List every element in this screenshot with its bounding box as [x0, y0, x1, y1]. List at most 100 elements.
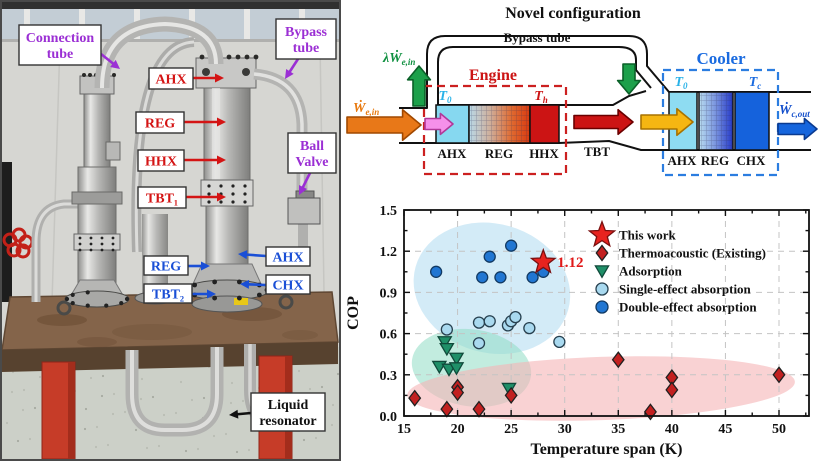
- bypass-tube-label: Bypass tube: [504, 30, 571, 45]
- engine-reg-label: REG: [485, 146, 513, 161]
- cooler-reg-label: REG: [701, 153, 729, 168]
- photo-label-reg-engine: REG: [135, 111, 226, 134]
- engine-stack: [435, 104, 560, 144]
- ahx-cooler-text: AHX: [272, 251, 303, 266]
- legend-label-3: Single-effect absorption: [619, 282, 752, 297]
- tbt-2-box: [143, 283, 193, 304]
- chart-regions: [407, 222, 795, 421]
- legend-label-2: Adsorption: [619, 264, 683, 279]
- bypass-tube-photo-arrow: [287, 58, 300, 74]
- diagram-title: Novel configuration: [505, 5, 641, 22]
- chx-cooler-text: CHX: [272, 279, 303, 294]
- right-panel: Novel configuration Bypass tube Engine: [341, 0, 819, 461]
- svg-text:1.5: 1.5: [380, 204, 398, 219]
- chx-cooler-arrowhead: [240, 279, 250, 289]
- ahx-cooler-arrow: [244, 253, 267, 258]
- data-point-adsorption: [448, 362, 465, 376]
- connection-tube-arrowhead: [110, 59, 120, 69]
- tbt-label: TBT: [584, 144, 610, 159]
- liquid-resonator-arrow: [235, 411, 252, 416]
- data-point-double-effect-absorption: [526, 271, 539, 284]
- data-point-adsorption: [448, 352, 465, 366]
- data-point-double-effect-absorption: [476, 271, 489, 284]
- engine-ahx-label: AHX: [438, 146, 468, 161]
- apparatus-photo: ConnectiontubeBypasstubeAHXREGHHXTBT₁Bal…: [2, 2, 339, 459]
- photo-label-hhx-engine: HHX: [137, 149, 226, 172]
- engine-inlet-arrow: [424, 112, 454, 136]
- thermoacoustic-region: [407, 356, 795, 421]
- ahx-cooler-box: [265, 246, 311, 267]
- work-in-arrow: [346, 109, 422, 141]
- svg-text:15: 15: [397, 422, 411, 437]
- photo-ceiling-strip: [2, 2, 339, 9]
- svg-text:0.3: 0.3: [380, 369, 398, 384]
- data-point-double-effect-absorption: [483, 250, 496, 263]
- x-axis-title: Temperature span (K): [531, 441, 683, 458]
- svg-text:0.0: 0.0: [380, 410, 398, 425]
- bolt-dots: [64, 54, 270, 308]
- ahx-engine-box: [148, 67, 194, 90]
- engine-hhx-label: HHX: [529, 146, 559, 161]
- legend-marker-2: [594, 265, 610, 279]
- engine-th-label: Th: [534, 89, 548, 105]
- data-point-single-effect-absorption: [440, 323, 454, 336]
- bypass-down-arrow: [616, 63, 642, 95]
- annotation-value: 1.12: [557, 255, 583, 271]
- reg-cooler-arrowhead: [201, 261, 210, 271]
- background-equipment: [2, 162, 12, 302]
- cooler-reg-grid: [699, 92, 733, 150]
- work-bypass-label: λẆe,in: [382, 48, 415, 67]
- photo-label-reg-cooler: REG: [143, 255, 210, 276]
- schematic-diagram: Novel configuration Bypass tube Engine: [341, 0, 819, 196]
- data-point-double-effect-absorption: [429, 265, 443, 278]
- chx-cooler-arrow: [246, 282, 267, 287]
- axis-ticks: [403, 209, 809, 417]
- legend-marker-1: [595, 244, 609, 262]
- engine-label: Engine: [469, 67, 517, 84]
- liquid-resonator-arrowhead: [229, 409, 239, 419]
- ball-valve-arrow: [300, 172, 312, 190]
- eye-bolt-left: [56, 300, 72, 316]
- data-point-thermoacoustic-existing-: [504, 386, 518, 404]
- data-point-adsorption: [436, 336, 453, 350]
- legend-marker-0: [587, 219, 617, 248]
- ball-valve-box: [287, 132, 337, 174]
- photo-label-tbt-2: TBT₂: [143, 283, 216, 304]
- legend-label-4: Double-effect absorption: [619, 300, 757, 315]
- liquid-resonator-box: [250, 392, 326, 432]
- ahx-engine-arrowhead: [215, 73, 224, 83]
- svg-text:20: 20: [451, 422, 465, 437]
- ahx-cooler-arrowhead: [238, 250, 248, 260]
- svg-text:30: 30: [558, 422, 572, 437]
- cooler-chx-box: [734, 91, 770, 151]
- data-point-single-effect-absorption: [523, 321, 536, 335]
- data-point-thermoacoustic-existing-: [408, 389, 422, 407]
- connection-tube-arrow: [100, 52, 116, 66]
- legend-marker-4: [595, 300, 609, 314]
- data-point-double-effect-absorption: [504, 239, 518, 252]
- data-point-single-effect-absorption: [553, 335, 566, 348]
- work-out-label: Ẇc,out: [779, 100, 810, 119]
- svg-text:45: 45: [718, 422, 732, 437]
- y-axis-title: COP: [345, 296, 362, 330]
- data-point-thermoacoustic-existing-: [665, 381, 679, 399]
- data-point-this-work: [529, 247, 557, 274]
- bypass-up-arrow: [406, 65, 432, 107]
- reg-cooler-text: REG: [151, 260, 181, 275]
- data-point-adsorption: [439, 342, 455, 357]
- hhx-engine-arrowhead: [217, 155, 226, 165]
- svg-text:25: 25: [504, 422, 518, 437]
- data-point-double-effect-absorption: [494, 271, 507, 284]
- data-point-thermoacoustic-existing-: [451, 384, 465, 402]
- tbt-2-arrowhead: [207, 289, 216, 299]
- reg-engine-arrowhead: [217, 117, 226, 127]
